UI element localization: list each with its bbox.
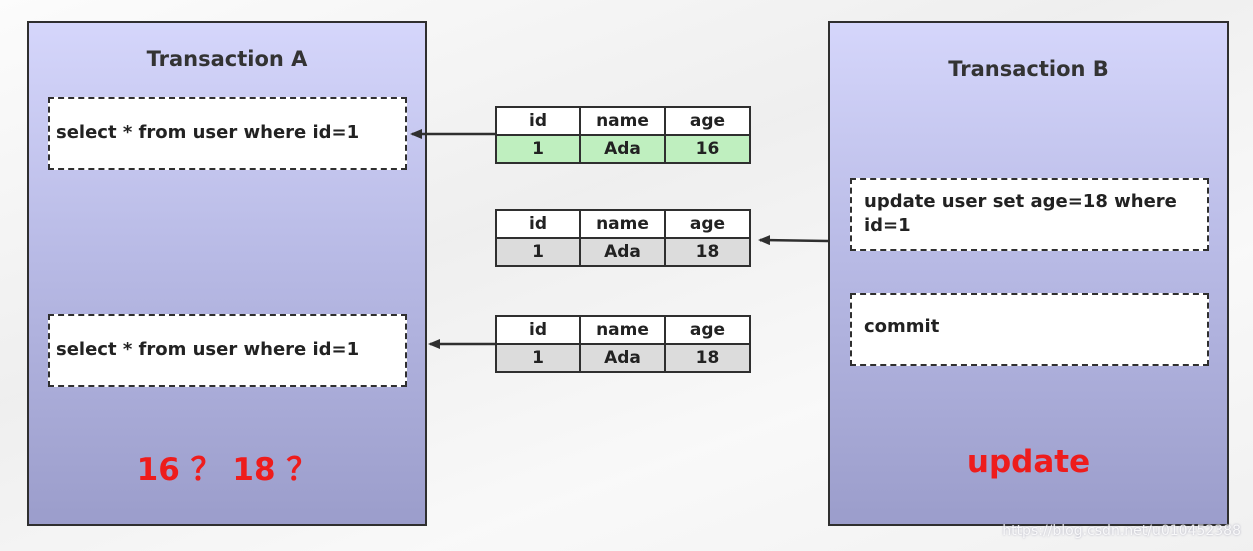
table-header-row: id name age xyxy=(495,106,751,136)
table-cell: 18 xyxy=(664,343,751,373)
transaction-b-title: Transaction B xyxy=(948,57,1109,81)
data-table-committed: id name age 1 Ada 18 xyxy=(495,315,751,373)
data-table-updated: id name age 1 Ada 18 xyxy=(495,209,751,267)
table-cell: 1 xyxy=(495,237,581,267)
transaction-a-first-select: select * from user where id=1 xyxy=(48,97,407,170)
table-header-cell: age xyxy=(664,106,751,136)
table-row: 1 Ada 18 xyxy=(495,237,751,267)
table-header-cell: id xyxy=(495,106,581,136)
transaction-b-panel: Transaction B xyxy=(828,21,1229,526)
data-table-initial: id name age 1 Ada 16 xyxy=(495,106,751,164)
table-cell: 1 xyxy=(495,343,581,373)
table-header-cell: age xyxy=(664,209,751,239)
table-row: 1 Ada 18 xyxy=(495,343,751,373)
table-header-cell: age xyxy=(664,315,751,345)
transaction-a-second-select: select * from user where id=1 xyxy=(48,314,407,387)
table-cell: 18 xyxy=(664,237,751,267)
table-header-cell: id xyxy=(495,209,581,239)
transaction-a-title: Transaction A xyxy=(146,47,308,71)
table-header-cell: id xyxy=(495,315,581,345)
table-header-cell: name xyxy=(579,209,666,239)
table-header-row: id name age xyxy=(495,209,751,239)
table-cell: 16 xyxy=(664,134,751,164)
transaction-b-update-statement: update user set age=18 where id=1 xyxy=(850,178,1209,251)
table-cell: Ada xyxy=(579,134,666,164)
transaction-a-result-question: 16 ？ 18 ？ xyxy=(136,452,318,488)
table-row: 1 Ada 16 xyxy=(495,134,751,164)
table-header-cell: name xyxy=(579,106,666,136)
table-header-cell: name xyxy=(579,315,666,345)
table-header-row: id name age xyxy=(495,315,751,345)
transaction-b-commit-statement: commit xyxy=(850,293,1209,366)
watermark: https://blog.csdn.net/u010452388 xyxy=(1002,523,1241,539)
table-cell: Ada xyxy=(579,343,666,373)
transaction-b-action-label: update xyxy=(966,444,1091,480)
table-cell: Ada xyxy=(579,237,666,267)
table-cell: 1 xyxy=(495,134,581,164)
